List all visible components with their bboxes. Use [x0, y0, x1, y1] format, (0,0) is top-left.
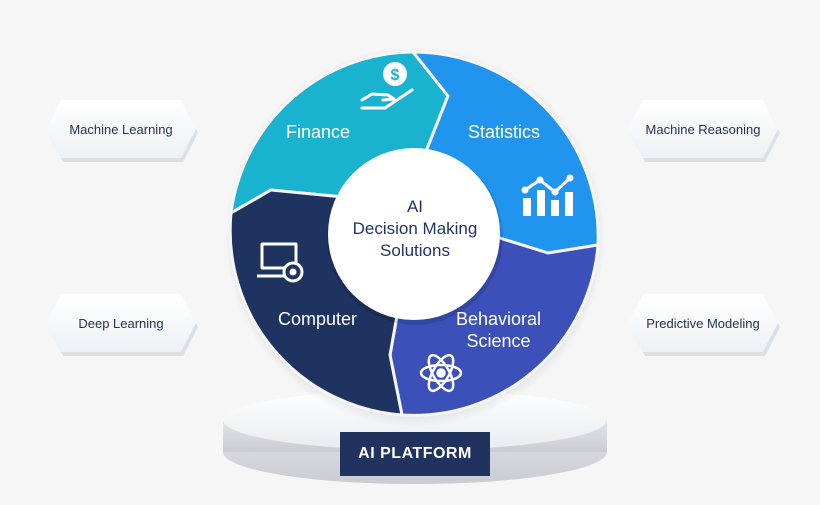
behavioral-label: Behavioral Science — [456, 308, 541, 352]
bar-chart-icon — [521, 174, 574, 216]
hex-machine-reasoning: Machine Reasoning — [628, 100, 778, 158]
segment-computer — [228, 188, 404, 417]
center-title-line1: AI — [406, 197, 424, 216]
computer-label: Computer — [278, 309, 358, 329]
svg-text:$: $ — [391, 67, 400, 84]
finance-label: Finance — [286, 122, 351, 142]
platform-label: AI PLATFORM — [340, 432, 490, 476]
center-circle — [328, 148, 500, 320]
center-title-line2: Decision Making — [352, 219, 478, 238]
atom-icon — [419, 353, 463, 393]
hex-machine-learning: Machine Learning — [46, 100, 196, 158]
computer-gear-icon — [257, 242, 304, 283]
platform-base — [223, 390, 607, 484]
money-hand-icon: $ — [360, 62, 414, 110]
hex-predictive-modeling: Predictive Modeling — [628, 294, 778, 352]
behavioral-label-line1: Behavioral — [456, 309, 542, 329]
statistics-label: Statistics — [468, 122, 541, 142]
behavioral-label-line2: Science — [466, 331, 531, 351]
center-title: AI Decision Making Solutions — [330, 196, 500, 262]
center-title-line3: Solutions — [380, 241, 450, 260]
hex-deep-learning: Deep Learning — [46, 294, 196, 352]
